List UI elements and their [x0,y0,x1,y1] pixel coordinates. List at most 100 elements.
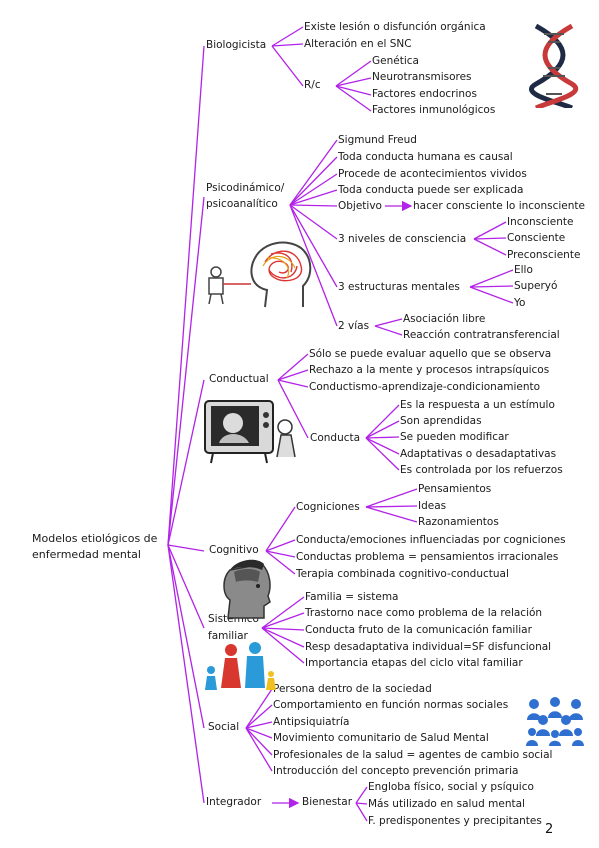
cogniciones-connector [365,506,418,523]
bienestar-item: Engloba físico, social y psíquico [368,781,534,793]
estructuras-item: Yo [514,297,526,309]
rc-connector [335,60,372,87]
social-item: Profesionales de la salud = agentes de c… [273,749,553,761]
cogniciones-connector [365,505,418,508]
conductual-connector [277,379,309,388]
psicodinamico-item: Sigmund Freud [338,134,417,146]
rc-connector [335,85,372,112]
social-item: Antipsiquiatría [273,716,350,728]
root-node-line-1: Modelos etiológicos de [32,532,158,545]
conducta-item: Adaptativas o desadaptativas [400,448,557,460]
rc-item: Neurotransmisores [372,71,472,83]
branch-cognitivo: Cognitivo [209,544,259,556]
estructuras-connector [469,285,514,288]
cognitivo-item: Terapia combinada cognitivo-conductual [296,568,509,580]
conducta-item: Son aprendidas [400,415,482,427]
objetivo-target: hacer consciente lo inconsciente [413,200,585,212]
objetivo-label: Objetivo [338,200,382,212]
rc-connector [335,77,372,87]
conductual-connector [277,379,309,439]
niveles-item: Preconsciente [507,249,581,261]
psicodinamico-connector [289,204,338,207]
social-connector [245,727,273,772]
biologicista-connector [271,26,304,47]
niveles-item: Consciente [507,232,566,244]
thinking-head-icon [208,241,312,308]
dna-icon [529,24,578,108]
social-item: Comportamiento en función normas sociale… [273,699,509,711]
psicodinamico-connector [289,173,338,206]
root-connector [167,379,205,546]
sistemico-connector [261,627,305,631]
vias-item: Reacción contratransferencial [403,329,560,341]
root-connector [167,196,205,546]
psicodinamico-item: Toda conducta puede ser explicada [338,184,524,196]
cogniciones-item: Ideas [418,500,447,512]
sistemico-connector [261,612,305,629]
cognitivo-connector [265,539,296,552]
people-group-icon [526,697,584,746]
rc-connector [335,85,372,96]
social-connector [245,721,273,729]
social-item: Persona dentro de la sociedad [273,683,432,695]
subbranch-cogniciones: Cogniciones [296,501,360,513]
bienestar-item: F. predisponentes y precipitantes [368,815,542,827]
conducta-item: Es controlada por los refuerzos [400,464,563,476]
branch-conductual: Conductual [209,373,269,385]
root-connector [167,544,205,729]
cogniciones-connector [365,488,418,508]
branch-psicodinamico-line-2: psicoanalítico [206,198,278,210]
conductual-item: Conductismo-aprendizaje-condicionamiento [309,381,541,393]
family-icon [205,642,276,690]
cognitivo-item: Conducta/emociones influenciadas por cog… [296,534,566,546]
root-connector [167,544,205,552]
niveles-connector [473,237,507,240]
social-connector [245,704,273,729]
television-icon [204,400,296,464]
conductual-item: Rechazo a la mente y procesos intrapsíqu… [309,364,550,376]
conducta-item: Es la respuesta a un estímulo [400,399,555,411]
niveles-connector [473,221,507,240]
conducta-connector [365,437,400,471]
bienestar-item: Más utilizado en salud mental [368,798,525,810]
psicodinamico-connector [289,156,338,206]
social-connector [245,727,273,739]
conducta-connector [365,420,400,439]
branch-sistemico-line-2: familiar [208,630,248,642]
rc-item: Factores inmunológicos [372,104,496,116]
branch-social: Social [208,721,240,733]
vias-connector [374,325,403,336]
bienestar-connector [355,786,368,804]
root-node-line-2: enfermedad mental [32,548,141,561]
sistemico-connector [261,627,305,648]
social-connector [245,688,273,729]
cogniciones-item: Pensamientos [418,483,492,495]
biologicista-connector [271,43,304,47]
psicodinamico-item: Toda conducta humana es causal [338,151,513,163]
subbranch-bienestar: Bienestar [302,796,353,808]
rc-item: Genética [372,55,419,67]
biologicista-connector [271,45,304,87]
cognitivo-connector [265,506,296,552]
subbranch-rc: R/c [304,79,321,91]
conductual-connector [277,353,309,381]
rc-item: Factores endocrinos [372,88,477,100]
conductual-connector [277,369,309,381]
psicodinamico-connector [289,204,338,240]
biologicista-item: Existe lesión o disfunción orgánica [304,21,486,33]
niveles-item: Inconsciente [507,216,574,228]
root-connector [167,544,205,629]
branch-integrador: Integrador [206,796,262,808]
social-connector [245,727,273,756]
sistemico-item: Resp desadaptativa individual=SF disfunc… [305,641,552,653]
subbranch-vias: 2 vías [338,320,370,332]
psicodinamico-connector [289,139,338,206]
cognitivo-item: Conductas problema = pensamientos irraci… [296,551,559,563]
sistemico-item: Conducta fruto de la comunicación famili… [305,624,532,636]
conducta-item: Se pueden modificar [400,431,509,443]
page-number: 2 [545,822,554,837]
conducta-connector [365,436,400,439]
sistemico-item: Importancia etapas del ciclo vital famil… [305,657,523,669]
